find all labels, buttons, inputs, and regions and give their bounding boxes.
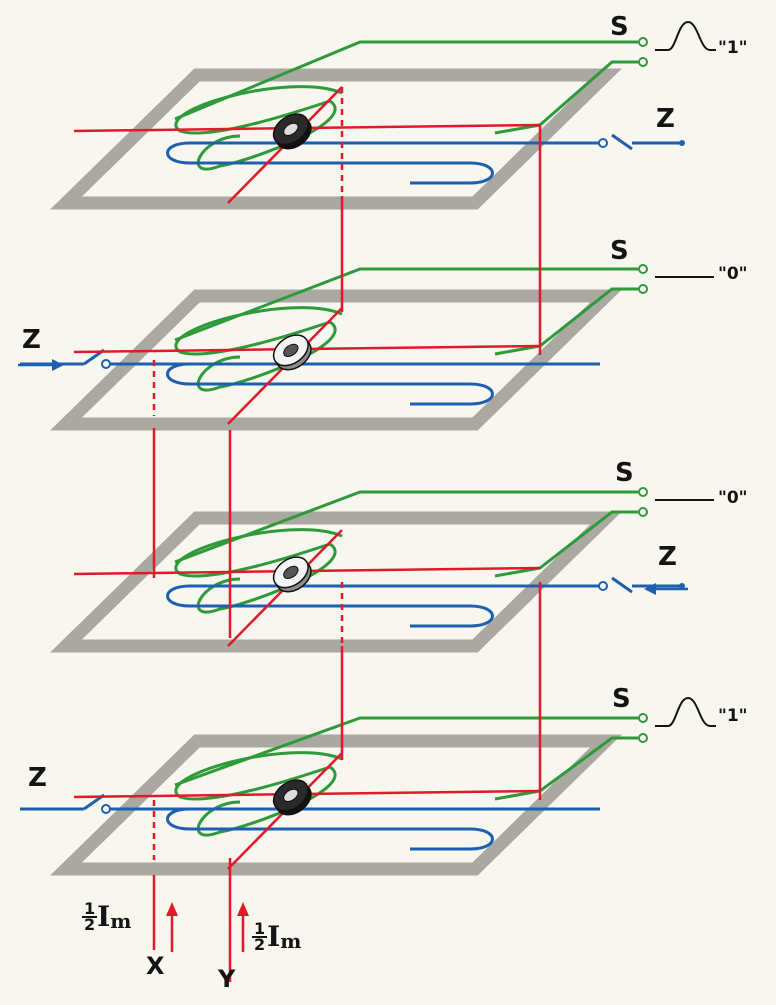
inhibit-switch [611, 133, 633, 151]
sense-label-4: S [612, 684, 631, 714]
core-plane-3 [50, 487, 714, 653]
inhibit-switch [611, 576, 633, 594]
sense-terminal [638, 57, 648, 67]
core-hole [283, 565, 299, 580]
x-current-arrowhead [166, 902, 178, 916]
core-hole [283, 788, 299, 803]
core-hole [283, 122, 299, 137]
inhibit-terminal [101, 804, 111, 814]
y-drive-label: Y [218, 965, 236, 993]
inhibit-current-arrowhead [644, 583, 656, 595]
ferrite-core [272, 556, 312, 593]
y-current-arrowhead [237, 902, 249, 916]
sense-lead-lower [494, 736, 638, 801]
inhibit-label-2: Z [22, 325, 41, 355]
inhibit-current-arrowhead [52, 359, 64, 371]
sense-terminal [638, 37, 648, 47]
inhibit-label-1: Z [656, 104, 675, 134]
sense-pulse-waveform [655, 696, 716, 727]
inhibit-lead-end [679, 583, 685, 589]
core-plane-4 [20, 696, 716, 876]
sense-lead-upper [174, 40, 638, 121]
x-current-symbol: Im [97, 900, 132, 933]
sense-label-1: S [610, 12, 629, 42]
inhibit-lead-end [679, 140, 685, 146]
sense-output-3: "0" [718, 488, 748, 508]
sense-terminal [638, 713, 648, 723]
inhibit-terminal [598, 581, 608, 591]
sense-output-1: "1" [718, 38, 748, 58]
core-plane-2 [20, 264, 714, 431]
sense-label-2: S [610, 236, 629, 266]
plane-frame [50, 68, 622, 210]
sense-terminal [638, 487, 648, 497]
sense-label-3: S [615, 458, 634, 488]
sense-lead-upper [174, 716, 638, 787]
sense-lead-lower [494, 60, 638, 135]
inhibit-winding [166, 141, 600, 185]
inhibit-winding [166, 584, 600, 628]
sense-output-4: "1" [718, 706, 748, 726]
inhibit-winding [166, 807, 600, 851]
ferrite-core [272, 113, 312, 150]
sense-terminal [638, 733, 648, 743]
plane-frame [50, 511, 622, 653]
ferrite-core [272, 779, 312, 816]
sense-lead-lower [494, 510, 638, 578]
sense-terminal [638, 507, 648, 517]
inhibit-winding [166, 362, 600, 406]
plane-frame [50, 734, 622, 876]
inhibit-terminal [598, 138, 608, 148]
plane-frame [50, 289, 622, 431]
y-current-symbol: Im [267, 920, 302, 953]
ferrite-core [272, 334, 312, 371]
sense-lead-upper [174, 267, 638, 342]
sense-terminal [638, 284, 648, 294]
core-plane-1 [50, 20, 716, 210]
inhibit-label-4: Z [28, 763, 47, 793]
sense-lead-lower [494, 287, 638, 356]
inhibit-terminal [101, 359, 111, 369]
x-drive-label: X [146, 952, 165, 980]
sense-pulse-waveform [655, 20, 716, 51]
sense-terminal [638, 264, 648, 274]
sense-lead-upper [174, 490, 638, 564]
inhibit-label-3: Z [658, 542, 677, 572]
sense-output-2: "0" [718, 264, 748, 284]
core-hole [283, 343, 299, 358]
